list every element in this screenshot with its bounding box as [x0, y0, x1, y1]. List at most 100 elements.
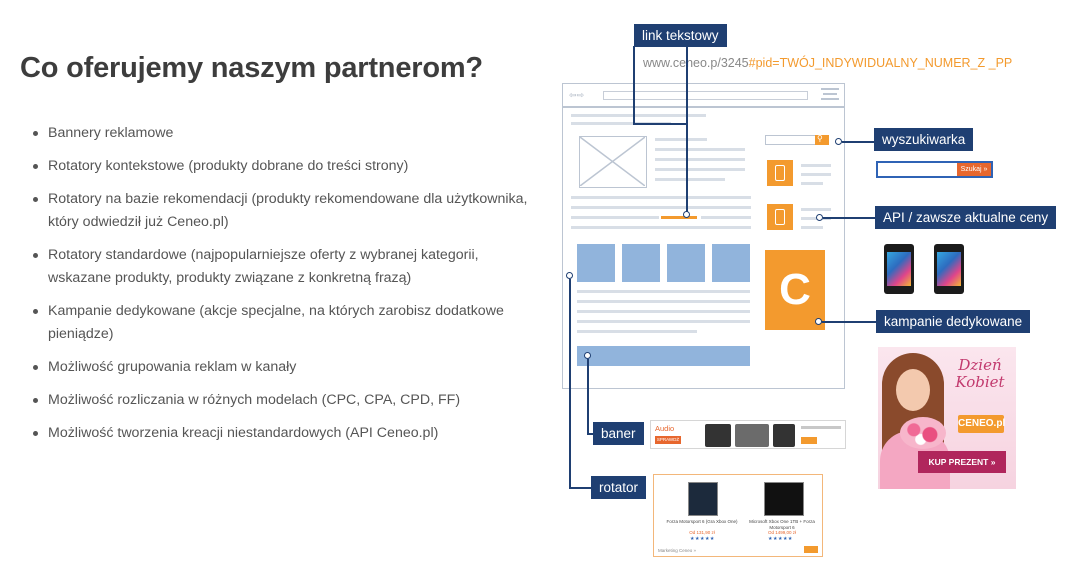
rotator-tile	[577, 244, 615, 282]
product-rating: ★★★★★	[690, 536, 715, 542]
wire-line	[801, 182, 823, 185]
phone-image	[884, 244, 914, 294]
wire-line	[571, 216, 659, 219]
offer-item: Możliwość rozliczania w różnych modelach…	[30, 389, 540, 412]
banner-cta: SPRAWDŹ	[655, 436, 681, 444]
offer-item: Rotatory na bazie rekomendacji (produkty…	[30, 188, 540, 234]
address-bar	[603, 91, 808, 100]
offer-list: Bannery reklamowe Rotatory kontekstowe (…	[30, 122, 540, 455]
product-name: Forza Motorsport 6 (Gra Xbox One)	[666, 519, 738, 524]
banner-text-line	[801, 426, 841, 429]
wire-line	[577, 320, 750, 323]
wire-line	[577, 290, 750, 293]
wire-line	[801, 164, 831, 167]
rotator-label: rotator	[591, 476, 647, 499]
product-name: Microsoft Xbox One 1TB + Forza Motorspor…	[749, 519, 815, 530]
rotator-tile	[667, 244, 705, 282]
url-base: www.ceneo.p/3245	[643, 56, 749, 70]
wire-line	[577, 330, 697, 333]
campaigns-label: kampanie dedykowane	[876, 310, 1031, 333]
offer-item: Rotatory standardowe (najpopularniejsze …	[30, 244, 540, 290]
wire-line	[655, 148, 745, 151]
connector	[633, 123, 687, 125]
text-link-highlight	[661, 216, 697, 219]
connector-dot	[815, 318, 822, 325]
wire-line	[571, 226, 751, 229]
connector	[569, 487, 591, 489]
rotator-ad-example: Forza Motorsport 6 (Gra Xbox One) Od 131…	[653, 474, 823, 557]
wire-line	[701, 216, 751, 219]
connector	[686, 46, 688, 124]
rotator-tile	[622, 244, 660, 282]
speaker-image	[705, 424, 731, 447]
browser-wireframe: ⇦⇨ ⚲	[562, 83, 845, 389]
wire-line	[801, 226, 823, 229]
connector-dot	[584, 352, 591, 359]
banner-slot	[577, 346, 750, 366]
promo-headline: Dzień Kobiet	[955, 356, 1005, 391]
menu-icon-bar	[823, 93, 837, 95]
connector	[633, 46, 635, 124]
amplifier-image	[735, 424, 769, 447]
mini-search-button	[815, 135, 829, 145]
text-link-label: link tekstowy	[634, 24, 727, 47]
wire-line	[571, 122, 671, 125]
connector	[569, 279, 571, 487]
ceneo-logo-icon: C	[779, 265, 811, 314]
nav-arrows-icon: ⇦⇨	[569, 90, 585, 100]
phone-icon	[775, 165, 785, 181]
offer-item: Kampanie dedykowane (akcje specjalne, na…	[30, 300, 540, 346]
wire-line	[577, 310, 750, 313]
speaker-image	[773, 424, 795, 447]
product-image	[688, 482, 718, 516]
connector	[587, 359, 589, 433]
promo-woman-face	[896, 369, 930, 411]
campaign-promo-banner: Dzień Kobiet CENEO.pl KUP PREZENT »	[878, 347, 1016, 489]
ceneo-campaign-box	[765, 250, 825, 330]
phone-icon	[775, 209, 785, 225]
banner-ad-example: Audio SPRAWDŹ	[650, 420, 846, 449]
product-image	[764, 482, 804, 516]
wire-line	[801, 173, 831, 176]
banner-label: baner	[593, 422, 644, 445]
product-price: Od 1499,00 zł	[767, 530, 797, 535]
connector-dot	[683, 211, 690, 218]
offer-item: Możliwość tworzenia kreacji niestandardo…	[30, 422, 540, 445]
connector	[822, 321, 876, 323]
wire-line	[655, 178, 725, 181]
promo-cta-button: KUP PREZENT »	[918, 451, 1006, 473]
connector	[587, 433, 593, 435]
product-price: Od 131,90 zł	[689, 530, 715, 535]
search-label: wyszukiwarka	[874, 128, 974, 151]
wire-line	[571, 114, 706, 117]
offer-item: Możliwość grupowania reklam w kanały	[30, 356, 540, 379]
rotator-footer: Marketing Ceneo »	[658, 548, 697, 553]
connector	[686, 124, 688, 214]
flowers-image	[900, 417, 946, 449]
wire-line	[571, 196, 751, 199]
banner-brand: Audio	[655, 424, 675, 433]
search-widget-button: Szukaj »	[957, 163, 991, 176]
wire-line	[577, 300, 750, 303]
wire-line	[655, 138, 707, 141]
phone-image	[934, 244, 964, 294]
connector-dot	[566, 272, 573, 279]
product-rating: ★★★★★	[768, 536, 793, 542]
wire-line	[801, 208, 831, 211]
search-icon: ⚲	[817, 134, 823, 143]
browser-toolbar-divider	[563, 106, 844, 108]
search-widget: Szukaj »	[876, 161, 993, 178]
offer-item: Bannery reklamowe	[30, 122, 540, 145]
connector-dot	[816, 214, 823, 221]
menu-icon	[821, 88, 839, 100]
page-title: Co oferujemy naszym partnerom?	[20, 52, 483, 84]
rotator-tile	[712, 244, 750, 282]
connector	[823, 217, 875, 219]
image-placeholder-icon	[579, 136, 647, 188]
wire-line	[571, 206, 751, 209]
rotator-ceneo-logo	[804, 546, 818, 553]
wire-line	[655, 168, 745, 171]
offer-item: Rotatory kontekstowe (produkty dobrane d…	[30, 155, 540, 178]
affiliate-url: www.ceneo.p/3245#pid=TWÓJ_INDYWIDUALNY_N…	[643, 56, 1012, 70]
wire-line	[655, 158, 745, 161]
